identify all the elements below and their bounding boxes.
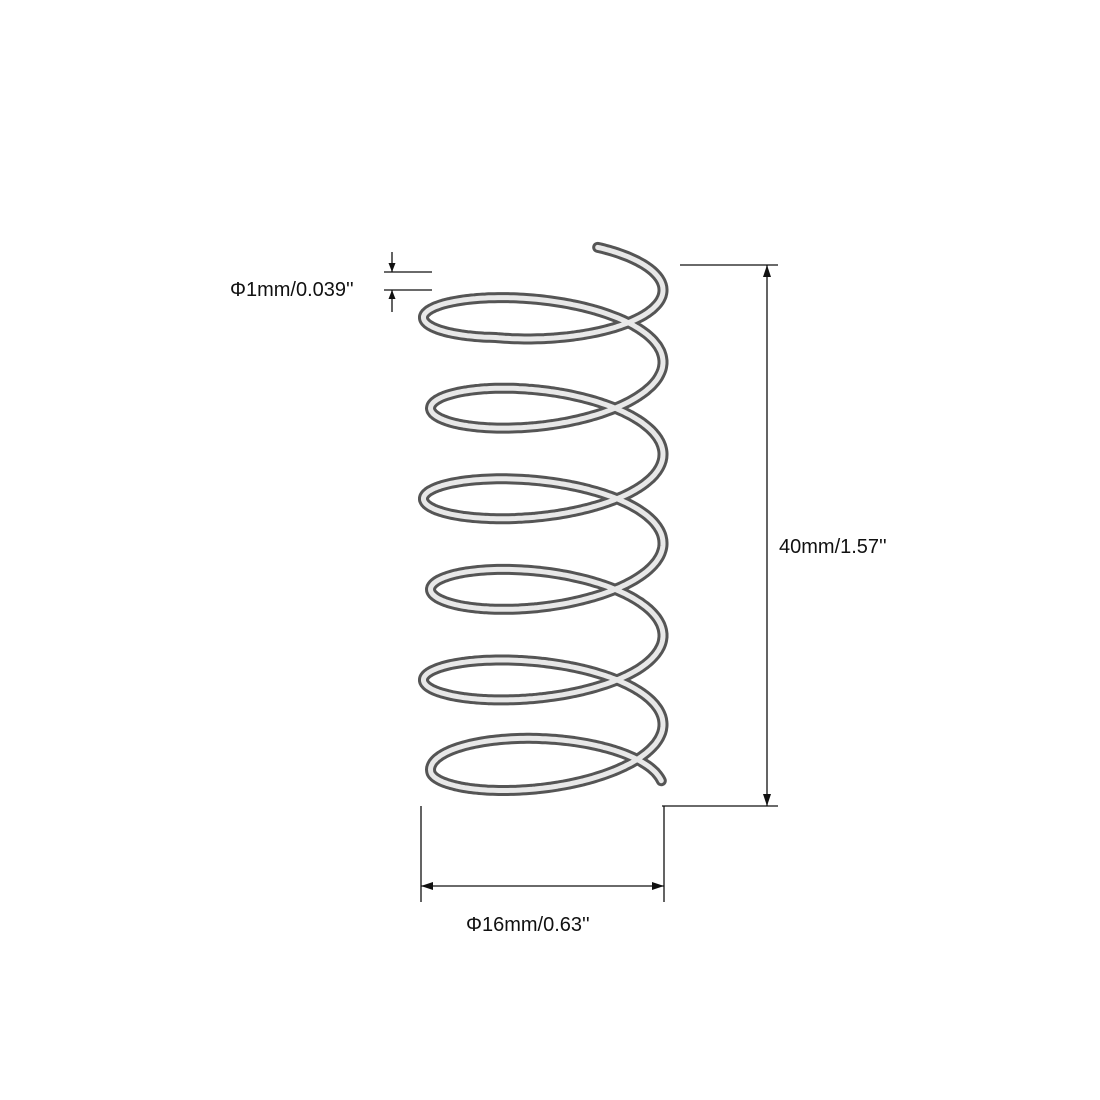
wire-diameter-arrowhead-bottom — [388, 290, 396, 299]
compression-spring — [418, 241, 669, 796]
outer-diameter-dimension — [420, 806, 665, 902]
free-length-label: 40mm/1.57'' — [779, 536, 887, 558]
free-length-arrowhead-bottom — [763, 794, 771, 806]
wire-diameter-dimension — [384, 252, 432, 312]
wire-diameter-label: Φ1mm/0.039'' — [230, 279, 354, 301]
free-length-dimension — [662, 264, 778, 807]
outer-diameter-arrowhead-right — [652, 882, 664, 890]
spring-wire-outline — [418, 241, 669, 796]
wire-diameter-arrowhead-top — [388, 263, 396, 272]
spring-wire-highlight — [421, 244, 666, 793]
outer-diameter-label: Φ16mm/0.63'' — [466, 914, 590, 936]
outer-diameter-arrowhead-left — [421, 882, 433, 890]
free-length-arrowhead-top — [763, 265, 771, 277]
